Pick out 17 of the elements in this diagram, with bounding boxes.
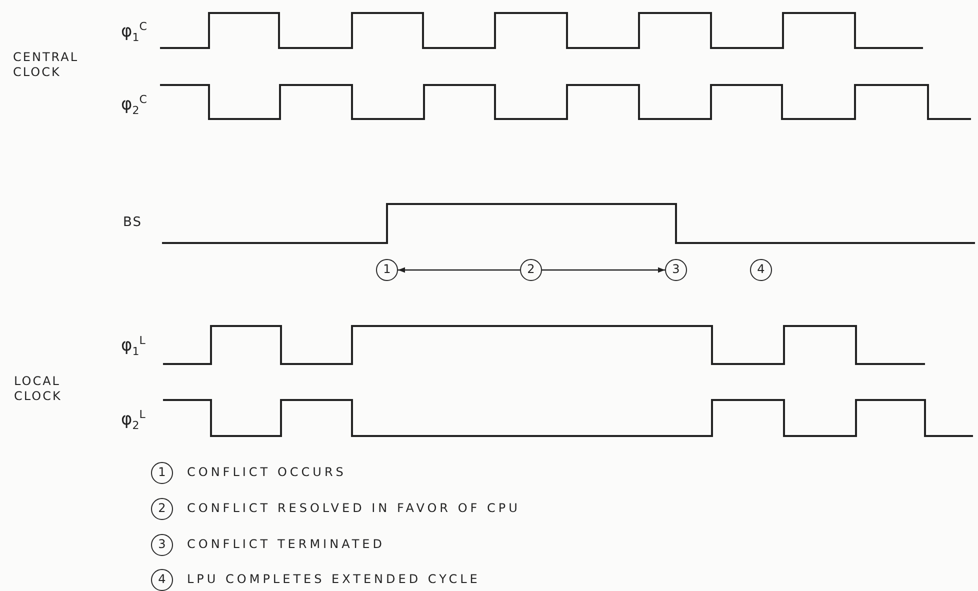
callout-number: 3 xyxy=(665,259,687,281)
arrow xyxy=(398,267,520,273)
signal-name: BS xyxy=(123,214,142,232)
group-label: CENTRAL CLOCK xyxy=(13,50,80,80)
group-label: LOCAL CLOCK xyxy=(14,374,63,404)
callout-number: 4 xyxy=(151,569,173,591)
callout-number: 2 xyxy=(520,259,542,281)
note-text: LPU COMPLETES EXTENDED CYCLE xyxy=(187,571,480,587)
callout-number: 1 xyxy=(376,259,398,281)
arrow xyxy=(542,267,665,273)
note-text: CONFLICT TERMINATED xyxy=(187,536,385,552)
note-text: CONFLICT OCCURS xyxy=(187,464,346,480)
note-text: CONFLICT RESOLVED IN FAVOR OF CPU xyxy=(187,500,520,516)
callout-number: 3 xyxy=(151,534,173,556)
callout-number: 4 xyxy=(750,259,772,281)
callout-number: 1 xyxy=(151,462,173,484)
callout-number: 2 xyxy=(151,498,173,520)
